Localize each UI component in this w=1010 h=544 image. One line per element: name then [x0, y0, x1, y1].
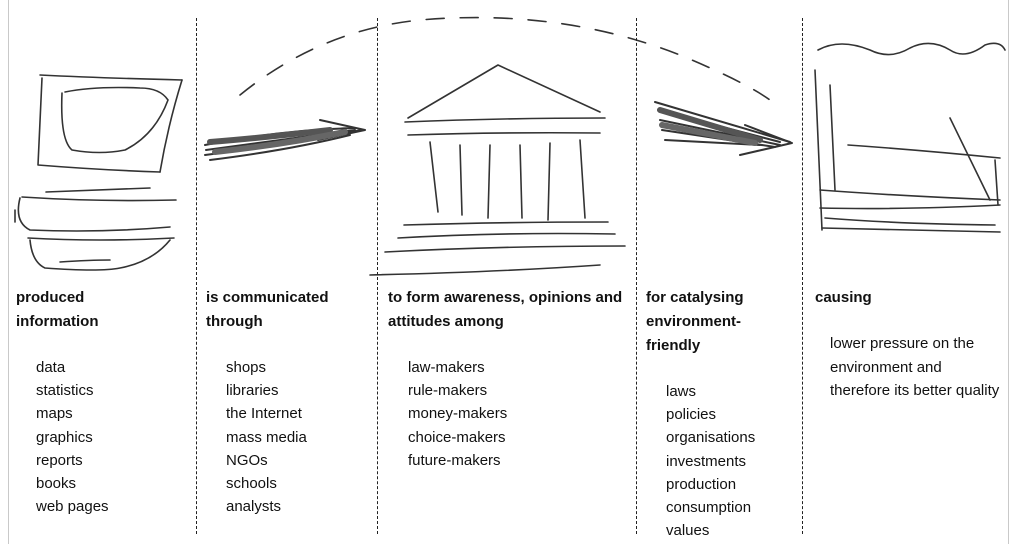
column-heading: produced information: [16, 289, 99, 330]
government-building-icon: [369, 64, 626, 276]
list-item: organisations: [666, 429, 756, 447]
outcome-description: lower pressure on the environment and th…: [830, 335, 1000, 399]
list-item: production: [666, 475, 737, 493]
list-item: analysts: [226, 498, 282, 516]
list-item: law-makers: [408, 359, 485, 376]
page-border: [8, 0, 1009, 544]
column-heading: to form awareness, opinions and attitude…: [388, 289, 623, 330]
item-list: law-makers rule-makers money-makers choi…: [388, 356, 634, 472]
list-item: choice-makers: [408, 428, 506, 446]
column-communicated-through: is communicated through shops libraries …: [206, 286, 371, 518]
list-item: investments: [666, 452, 747, 470]
list-item: books: [36, 475, 77, 493]
list-item: libraries: [226, 382, 279, 400]
column-heading: for catalysing environment-friendly: [646, 289, 744, 354]
column-awareness: to form awareness, opinions and attitude…: [388, 286, 634, 472]
column-causing: causing lower pressure on the environmen…: [815, 286, 1005, 403]
list-item: mass media: [226, 428, 307, 446]
list-item: web pages: [36, 498, 109, 516]
arrow-icon: [204, 119, 366, 161]
list-item: the Internet: [226, 405, 302, 423]
list-item: reports: [36, 451, 83, 469]
item-list: data statistics maps graphics reports bo…: [16, 356, 186, 518]
column-divider: [377, 18, 378, 534]
computer-icon: [14, 74, 183, 271]
column-heading: is communicated through: [206, 289, 329, 330]
item-list: shops libraries the Internet mass media …: [206, 356, 371, 518]
column-divider: [636, 18, 637, 534]
column-produced-information: produced information data statistics map…: [16, 286, 186, 518]
list-item: money-makers: [408, 405, 508, 423]
list-item: maps: [36, 405, 73, 423]
list-item: policies: [666, 406, 717, 424]
dashed-flow-arc: [239, 16, 771, 101]
list-item: NGOs: [226, 451, 268, 469]
arrow-icon: [654, 101, 793, 156]
column-catalysing: for catalysing environment-friendly laws…: [646, 286, 796, 542]
list-item: future-makers: [408, 451, 501, 469]
list-item: data: [36, 359, 66, 376]
sketch-layer: [14, 16, 1006, 276]
list-item: statistics: [36, 382, 94, 400]
column-divider: [802, 18, 803, 534]
list-item: rule-makers: [408, 382, 488, 400]
item-list: laws policies organisations investments …: [646, 380, 796, 542]
list-item: laws: [666, 383, 697, 400]
column-heading: causing: [815, 289, 872, 306]
list-item: schools: [226, 475, 277, 493]
list-item: graphics: [36, 428, 93, 446]
list-item: shops: [226, 359, 267, 376]
list-item: values: [666, 522, 710, 540]
list-item: consumption: [666, 499, 752, 517]
column-divider: [196, 18, 197, 534]
factory-icon: [814, 42, 1006, 233]
